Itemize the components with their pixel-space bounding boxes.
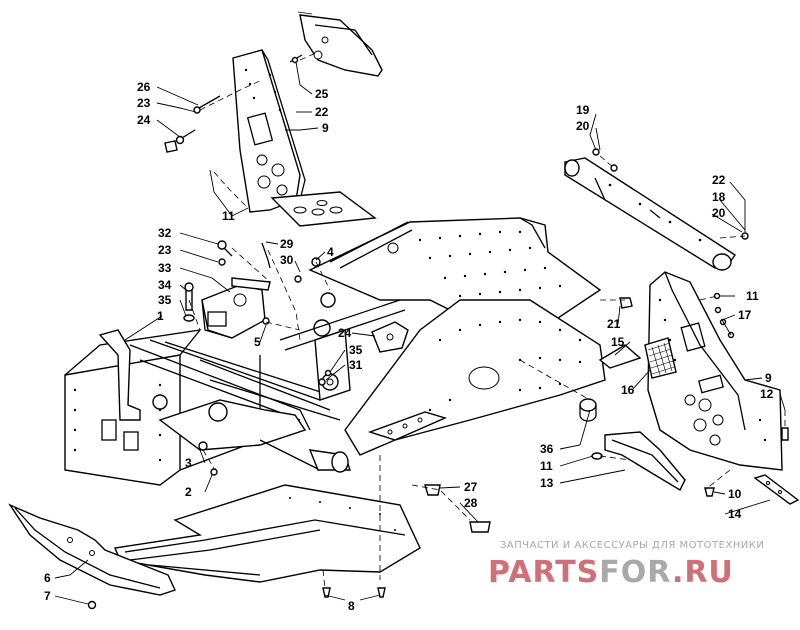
steering-column-bracket	[201, 277, 271, 339]
strap-plate	[753, 474, 800, 505]
callout-35: 35	[158, 293, 172, 307]
callout-2: 2	[185, 485, 192, 499]
callout-9b: 9	[765, 371, 772, 385]
hardware	[87, 54, 789, 610]
callout-13: 13	[540, 476, 554, 490]
assembly-centerlines	[188, 51, 786, 589]
callout-36: 36	[540, 442, 554, 456]
callout-20: 20	[576, 119, 590, 133]
callout-33: 33	[158, 261, 172, 275]
callout-18: 18	[712, 190, 726, 204]
callout-22b: 22	[712, 173, 726, 187]
callout-6: 6	[44, 571, 51, 585]
upper-steering-tube	[564, 157, 736, 271]
watermark-brand-domain: .RU	[672, 555, 734, 590]
bellypan	[114, 484, 421, 583]
callout-4: 4	[327, 245, 334, 259]
callout-35b: 35	[349, 343, 363, 357]
callout-19: 19	[576, 103, 590, 117]
callout-23b: 23	[158, 243, 172, 257]
callout-12: 12	[760, 387, 774, 401]
skid-plate	[8, 503, 176, 596]
steering-support-left	[232, 49, 377, 227]
callout-9: 9	[322, 121, 329, 135]
callout-20b: 20	[712, 206, 726, 220]
callout-31: 31	[349, 358, 363, 372]
callout-28: 28	[464, 496, 478, 510]
callout-7: 7	[44, 589, 51, 603]
partsfor-watermark: ЗАПЧАСТИ И АКСЕССУАРЫ ДЛЯ МОТОТЕХНИКИ PA…	[488, 540, 764, 590]
callout-27: 27	[464, 480, 478, 494]
callout-15: 15	[611, 335, 625, 349]
callout-11b: 11	[746, 289, 759, 303]
front-frame-assembly	[64, 329, 351, 486]
callout-1: 1	[157, 309, 164, 323]
watermark-brand-gray: FOR	[599, 555, 672, 590]
running-board-support	[604, 431, 686, 491]
callout-8: 8	[348, 599, 355, 613]
main-tunnel-frame	[308, 217, 606, 456]
callout-11c: 11	[540, 459, 553, 473]
callout-24: 24	[137, 113, 151, 127]
callout-10: 10	[728, 487, 742, 501]
callout-34: 34	[158, 278, 172, 292]
callout-leaders	[54, 61, 786, 605]
callout-11: 11	[222, 209, 235, 223]
watermark-brand-red: PARTS	[488, 555, 599, 590]
callout-3: 3	[185, 456, 192, 470]
callout-29: 29	[280, 237, 294, 251]
callout-14: 14	[728, 507, 742, 521]
callout-22: 22	[315, 105, 329, 119]
bushing	[579, 398, 597, 422]
callout-17: 17	[738, 308, 752, 322]
callout-26: 26	[137, 80, 151, 94]
callout-labels: 26 23 24 25 22 9 11 32 23 33 34 35 1 5 2…	[44, 80, 774, 613]
small-bracket-center	[371, 321, 409, 353]
callout-23: 23	[137, 96, 151, 110]
footrest-gusset	[598, 344, 642, 369]
callout-24b: 24	[338, 326, 352, 340]
steering-support-right	[644, 271, 783, 471]
callout-25: 25	[315, 87, 329, 101]
watermark-tagline: ЗАПЧАСТИ И АКСЕССУАРЫ ДЛЯ МОТОТЕХНИКИ	[500, 540, 764, 551]
watermark-brand: PARTSFOR.RU	[488, 555, 734, 590]
callout-5: 5	[254, 335, 261, 349]
callout-30: 30	[280, 253, 294, 267]
callout-16: 16	[621, 383, 635, 397]
callout-21: 21	[607, 317, 621, 331]
steering-bracket	[297, 11, 383, 77]
callout-32: 32	[158, 226, 172, 240]
